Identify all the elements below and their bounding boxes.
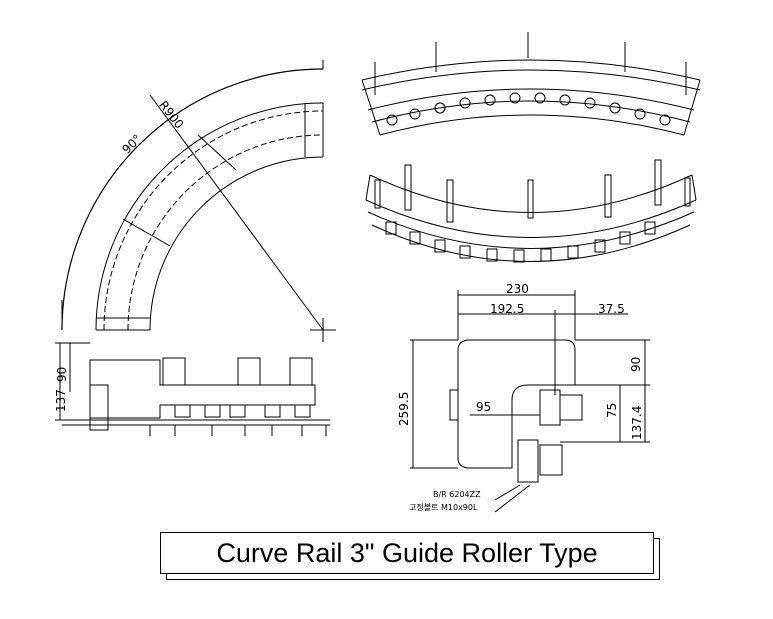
iso-view-bottom xyxy=(365,159,697,263)
title-box: Curve Rail 3" Guide Roller Type xyxy=(160,532,654,574)
dim-137-4: 137.4 xyxy=(630,406,644,440)
angle-label: 90° xyxy=(119,132,144,157)
dim-192-5: 192.5 xyxy=(490,302,524,316)
side-view xyxy=(55,342,330,436)
plan-view xyxy=(61,60,336,342)
side-dim-90: 90 xyxy=(55,367,69,382)
note-bearing: B/R 6204ZZ xyxy=(433,490,481,499)
iso-bottom-rollers xyxy=(385,221,656,263)
iso-top-rollers xyxy=(386,92,671,126)
section-view xyxy=(410,290,650,513)
dim-90: 90 xyxy=(629,357,643,372)
dim-259-5: 259.5 xyxy=(397,392,411,426)
dim-95: 95 xyxy=(476,400,491,414)
dim-75: 75 xyxy=(605,403,619,418)
dim-230: 230 xyxy=(506,282,529,296)
iso-view-top xyxy=(361,32,701,136)
radius-label: R900 xyxy=(156,98,186,131)
drawing-title: Curve Rail 3" Guide Roller Type xyxy=(216,537,598,568)
side-dim-137: 137 xyxy=(54,389,68,412)
note-bolt: 고정볼트 M10x90L xyxy=(409,502,478,512)
dim-37-5: 37.5 xyxy=(598,302,625,316)
